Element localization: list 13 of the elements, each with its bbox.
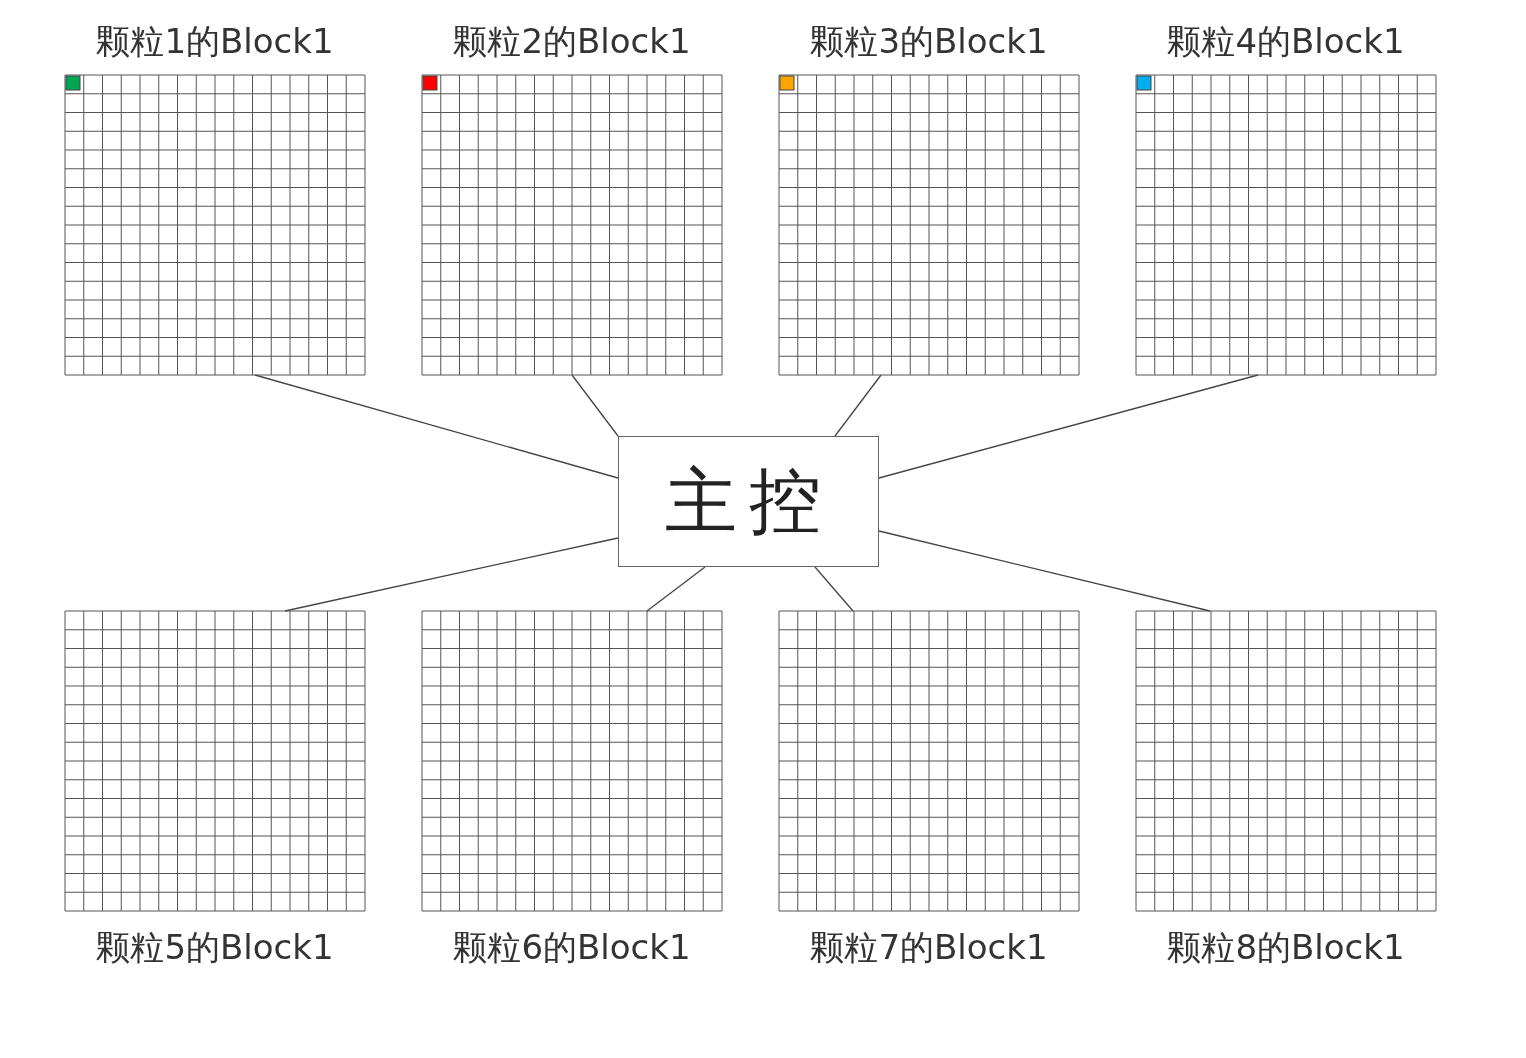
grid-label: 颗粒4的Block1 <box>1167 20 1405 63</box>
grid-label: 颗粒1的Block1 <box>96 20 334 63</box>
controller-box: 主控 <box>618 436 879 567</box>
connector-line <box>814 566 854 612</box>
connector-line <box>834 374 882 437</box>
grid-label: 颗粒6的Block1 <box>453 926 691 969</box>
grid-label: 颗粒7的Block1 <box>810 926 1048 969</box>
grid-label: 颗粒2的Block1 <box>453 20 691 63</box>
grid-label: 颗粒5的Block1 <box>96 926 334 969</box>
grid-label: 颗粒8的Block1 <box>1167 926 1405 969</box>
connector-line <box>646 566 706 612</box>
connector-line <box>571 374 619 437</box>
grid-label: 颗粒3的Block1 <box>810 20 1048 63</box>
